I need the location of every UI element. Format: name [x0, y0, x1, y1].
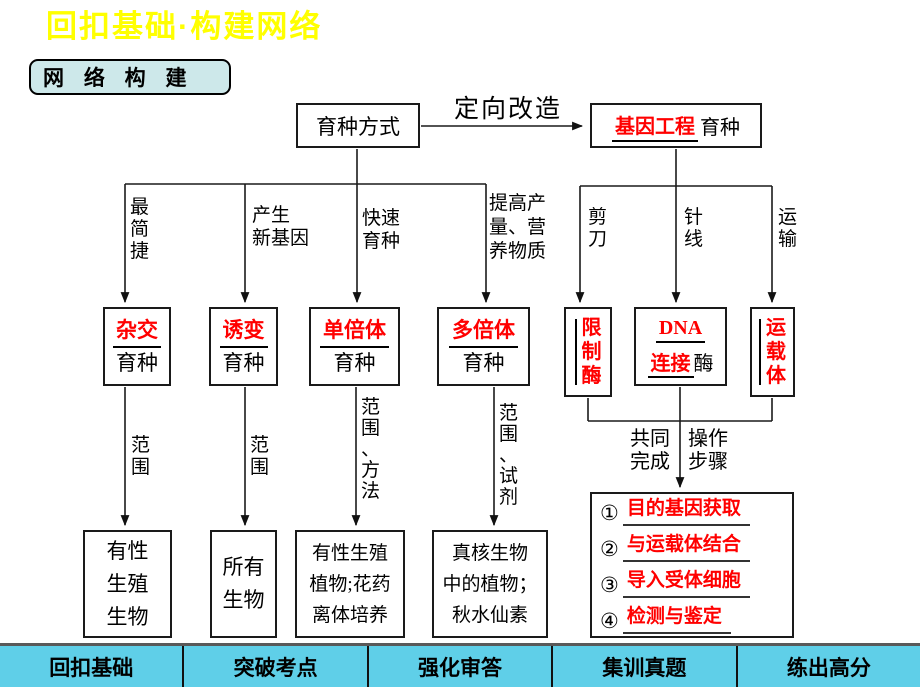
- vector-box: 运 载 体: [750, 307, 795, 397]
- restriction-enzyme-box: 限 制 酶: [564, 307, 612, 397]
- branch-label-scissors: 剪 刀: [588, 207, 608, 250]
- branch-label-needle-thread: 针 线: [684, 207, 704, 250]
- mutation-blank: 诱变: [219, 315, 268, 348]
- polyploid-blank: 多倍体: [449, 315, 518, 348]
- hybrid-breeding-box: 杂交 育种: [103, 307, 171, 386]
- directed-transform-label: 定向改造: [454, 96, 563, 123]
- step-row-4: ④ 检测与鉴定: [600, 604, 731, 634]
- hybrid-suffix: 育种: [116, 351, 158, 375]
- mutation-breeding-box: 诱变 育种: [209, 307, 278, 386]
- branch-label-new-gene: 产生 新基因: [252, 205, 310, 249]
- haploid-blank: 单倍体: [320, 315, 389, 348]
- nav-item-jixun-zhenti[interactable]: 集训真题: [551, 646, 735, 687]
- ligase-blank: 连接: [647, 353, 694, 378]
- vertical-underline: [574, 319, 577, 385]
- restriction-enzyme-blank: 限 制 酶: [581, 317, 602, 387]
- scope-method-label: 范 围 、 方 法: [361, 397, 381, 502]
- vector-blank: 运 载 体: [766, 317, 786, 387]
- result-box-anther-culture: 有性生殖 植物;花药 离体培养: [295, 530, 405, 638]
- breeding-method-box: 育种方式: [296, 103, 420, 148]
- mutation-suffix: 育种: [222, 351, 265, 375]
- step-blank-detect-identify: 检测与鉴定: [622, 604, 731, 634]
- dna-blank: DNA: [655, 317, 706, 343]
- breeding-method-label: 育种方式: [316, 114, 400, 139]
- gene-engineering-box: 基因工程 育种: [590, 103, 762, 148]
- page-title: 回扣基础·构建网络: [46, 9, 323, 44]
- branch-label-transport: 运 输: [778, 207, 798, 250]
- nav-item-huikou-jichu[interactable]: 回扣基础: [49, 656, 134, 680]
- network-build-badge: 网 络 构 建: [29, 59, 231, 95]
- operation-steps-label: 操作 步骤: [688, 428, 728, 473]
- step-row-1: ① 目的基因获取: [600, 496, 750, 526]
- step-row-2: ② 与运载体结合: [600, 532, 750, 562]
- gene-engineering-blank: 基因工程: [612, 110, 698, 142]
- step-number: ③: [600, 573, 619, 597]
- vertical-underline: [759, 319, 761, 385]
- branch-label-fast-breeding: 快速 育种: [362, 208, 401, 252]
- hybrid-blank: 杂交: [113, 315, 161, 348]
- result-box-all-organisms: 所有 生物: [210, 530, 277, 638]
- polyploid-breeding-box: 多倍体 育种: [437, 307, 530, 386]
- ligase-suffix: 酶: [693, 353, 714, 375]
- step-blank-into-receptor: 导入受体细胞: [622, 568, 750, 598]
- step-number: ②: [600, 537, 619, 561]
- gene-engineering-suffix: 育种: [700, 117, 740, 139]
- step-blank-obtain-gene: 目的基因获取: [622, 496, 750, 526]
- branch-label-simplest: 最 简 捷: [130, 197, 150, 262]
- bottom-nav: 回扣基础 突破考点 强化审答 集训真题 练出高分: [0, 643, 920, 687]
- step-row-3: ③ 导入受体细胞: [600, 568, 750, 598]
- result-box-sexual-organisms: 有性 生殖 生物: [83, 530, 172, 638]
- step-blank-combine-vector: 与运载体结合: [622, 532, 750, 562]
- branch-label-yield-nutrition: 提高产 量、营 养物质: [489, 193, 547, 262]
- ligase-line2: 连接酶: [647, 347, 714, 378]
- step-number: ①: [600, 501, 619, 525]
- network-build-label: 网 络 构 建: [43, 67, 194, 90]
- together-complete-label: 共同 完成: [630, 428, 670, 473]
- step-number: ④: [600, 609, 619, 633]
- haploid-breeding-box: 单倍体 育种: [309, 307, 400, 386]
- nav-item-lianchu-gaofen[interactable]: 练出高分: [735, 646, 920, 687]
- scope-reagent-label: 范 围 、 试 剂: [499, 403, 519, 508]
- nav-item-qianghua-shenda[interactable]: 强化审答: [366, 646, 551, 687]
- polyploid-suffix: 育种: [462, 351, 505, 375]
- gene-engineering-steps-box: ① 目的基因获取 ② 与运载体结合 ③ 导入受体细胞 ④ 检测与鉴定: [590, 492, 794, 638]
- haploid-suffix: 育种: [333, 351, 376, 375]
- dna-ligase-box: DNA 连接酶: [634, 307, 727, 386]
- result-box-colchicine: 真核生物 中的植物； 秋水仙素: [432, 530, 548, 638]
- scope-label-2: 范 围: [250, 435, 270, 478]
- nav-item-tupo-kaodian[interactable]: 突破考点: [182, 646, 366, 687]
- scope-label-1: 范 围: [131, 435, 151, 478]
